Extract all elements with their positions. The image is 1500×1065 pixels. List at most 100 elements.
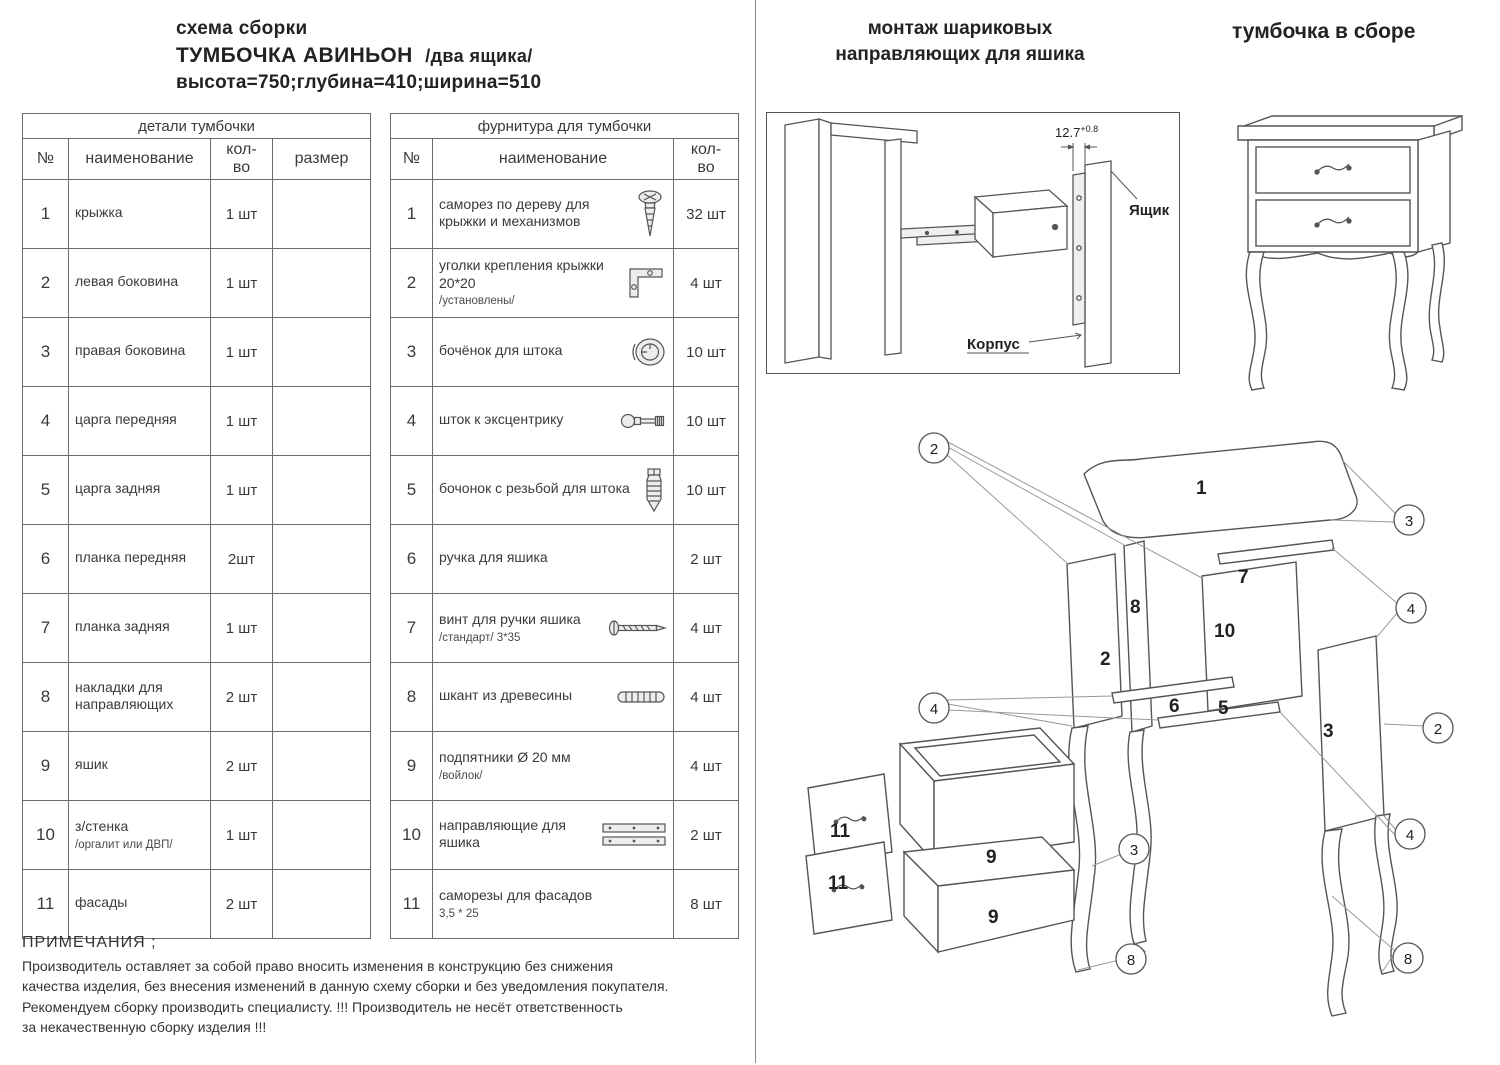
part-size (271, 248, 372, 318)
drawer-label: Ящик (1129, 202, 1170, 219)
hw-num: 9 (390, 731, 433, 801)
table-row: 1 саморез по дереву для крыжки и механиз… (390, 179, 740, 249)
part-qty: 2 шт (210, 869, 273, 939)
part-name: правая боковина (68, 317, 211, 387)
slide-dimension-text: 12.7+0.8 (1055, 124, 1098, 140)
hw-num: 8 (390, 662, 433, 732)
part-name-text: правая боковина (75, 342, 186, 359)
hw-num: 6 (390, 524, 433, 594)
hw-qty: 10 шт (672, 386, 740, 456)
table-row: 7 винт для ручки яшика/стандарт/ 3*35 4 … (390, 593, 740, 663)
exploded-view-diagram: 1 7 8 10 2 6 5 3 9 11 11 9 2 4 3 8 3 4 2 (772, 396, 1492, 1060)
part-label: 11 (830, 821, 851, 842)
part-qty: 1 шт (210, 455, 273, 525)
table-row: 10 направляющие для яшика 2 шт (390, 800, 740, 870)
part-qty: 2шт (210, 524, 273, 594)
back-rail-shape (1123, 540, 1153, 733)
part-label: 3 (1323, 721, 1334, 742)
cabinet-carcass-shape (784, 118, 918, 364)
drawer-box-shape (898, 727, 1076, 864)
slide-mounting-diagram: 12.7+0.8 Ящик Корпус (766, 112, 1180, 374)
parts-table-header-row: № наименование кол- во размер (22, 138, 372, 180)
table-row: 9 подпятники Ø 20 мм/войлок/ 4 шт (390, 731, 740, 801)
table-row: 2 уголки крепления крыжки 20*20/установл… (390, 248, 740, 318)
hw-name: бочёнок для штока (432, 317, 674, 387)
hw-name-main: саморез по дереву для крыжки и механизмо… (439, 195, 590, 230)
callout-leader-lines (945, 441, 1425, 973)
col-header-size: размер (271, 138, 372, 180)
hw-name-text: шкант из древесины (439, 687, 611, 707)
table-row: 3 бочёнок для штока 10 шт (390, 317, 740, 387)
part-size (271, 317, 372, 387)
hw-qty: 2 шт (672, 800, 740, 870)
part-qty: 1 шт (210, 317, 273, 387)
hw-name-main: ручка для яшика (439, 549, 548, 566)
notes-title: ПРИМЕЧАНИЯ ; (22, 934, 157, 951)
hw-name: подпятники Ø 20 мм/войлок/ (432, 731, 674, 801)
callout-circle: 2 (918, 432, 950, 464)
hw-name-text: направляющие для яшика (439, 817, 597, 854)
part-label: 9 (986, 847, 997, 868)
col-header-qty: кол- во (210, 138, 273, 180)
part-size (271, 524, 372, 594)
part-size (271, 179, 372, 249)
drawer-box-shape (902, 836, 1076, 954)
part-size (271, 800, 372, 870)
handle-screw-icon (607, 618, 667, 638)
hardware-table-header-row: № наименование кол- во (390, 138, 740, 180)
hw-name-main: бочонок с резьбой для штока (439, 480, 630, 497)
table-row: 11 фасады 2 шт (22, 869, 372, 939)
callout-circle: 4 (1394, 818, 1426, 850)
hw-name-main: уголки крепления крыжки 20*20 (439, 257, 604, 291)
part-qty: 1 шт (210, 386, 273, 456)
product-name: ТУМБОЧКА АВИНЬОН (176, 43, 413, 67)
hardware-table: фурнитура для тумбочки № наименование ко… (389, 113, 740, 939)
part-name-text: планка задняя (75, 618, 170, 635)
part-name-text: з/стенка (75, 818, 129, 835)
part-num: 11 (22, 869, 69, 939)
drawer-shape (973, 189, 1069, 259)
section-divider (755, 0, 756, 1063)
hardware-table-title: фурнитура для тумбочки (389, 113, 740, 139)
callout-circle: 2 (1422, 712, 1454, 744)
hw-name-text: шток к эксцентрику (439, 411, 615, 431)
part-name: царга передняя (68, 386, 211, 456)
parts-table-title-row: детали тумбочки (21, 113, 372, 139)
part-qty: 1 шт (210, 248, 273, 318)
part-label: 10 (1214, 621, 1235, 642)
side-panel-shape (1084, 160, 1112, 368)
notes-section: ПРИМЕЧАНИЯ ; Производитель оставляет за … (22, 934, 737, 1037)
slide-section-title: монтаж шариковых направляющих для яшика (795, 16, 1125, 67)
part-label: 6 (1169, 696, 1180, 717)
hw-num: 4 (390, 386, 433, 456)
back-wall-panel-shape (1201, 561, 1303, 712)
hw-name-sub: /установлены/ (439, 295, 515, 308)
table-row: 4 шток к эксцентрику 10 шт (390, 386, 740, 456)
apron-shape (1247, 251, 1419, 260)
wood-dowel-icon (615, 688, 667, 706)
nightstand-body-shape (1247, 130, 1451, 260)
leg-shape (1374, 813, 1398, 975)
drawer-handle-icon (831, 883, 865, 893)
hw-name: шток к эксцентрику (432, 386, 674, 456)
part-name-text: фасады (75, 894, 128, 911)
callout-circle: 4 (1395, 592, 1427, 624)
leg-shape (1321, 828, 1350, 1017)
part-size (271, 869, 372, 939)
svg-text:4: 4 (1407, 601, 1415, 618)
part-name-text: накладки для направляющих (75, 678, 174, 713)
hw-num: 5 (390, 455, 433, 525)
hw-name-sub: /стандарт/ 3*35 (439, 631, 521, 644)
part-name-text: яшик (75, 756, 108, 773)
product-title: ТУМБОЧКА АВИНЬОН /два ящика/ (176, 42, 541, 70)
product-dimensions: высота=750;глубина=410;ширина=510 (176, 71, 542, 93)
hw-name: саморез по дереву для крыжки и механизмо… (432, 179, 674, 249)
drawer-handle-icon (1314, 163, 1352, 228)
part-name-text: царга передняя (75, 411, 177, 428)
assembled-nightstand-illustration (1224, 100, 1474, 400)
